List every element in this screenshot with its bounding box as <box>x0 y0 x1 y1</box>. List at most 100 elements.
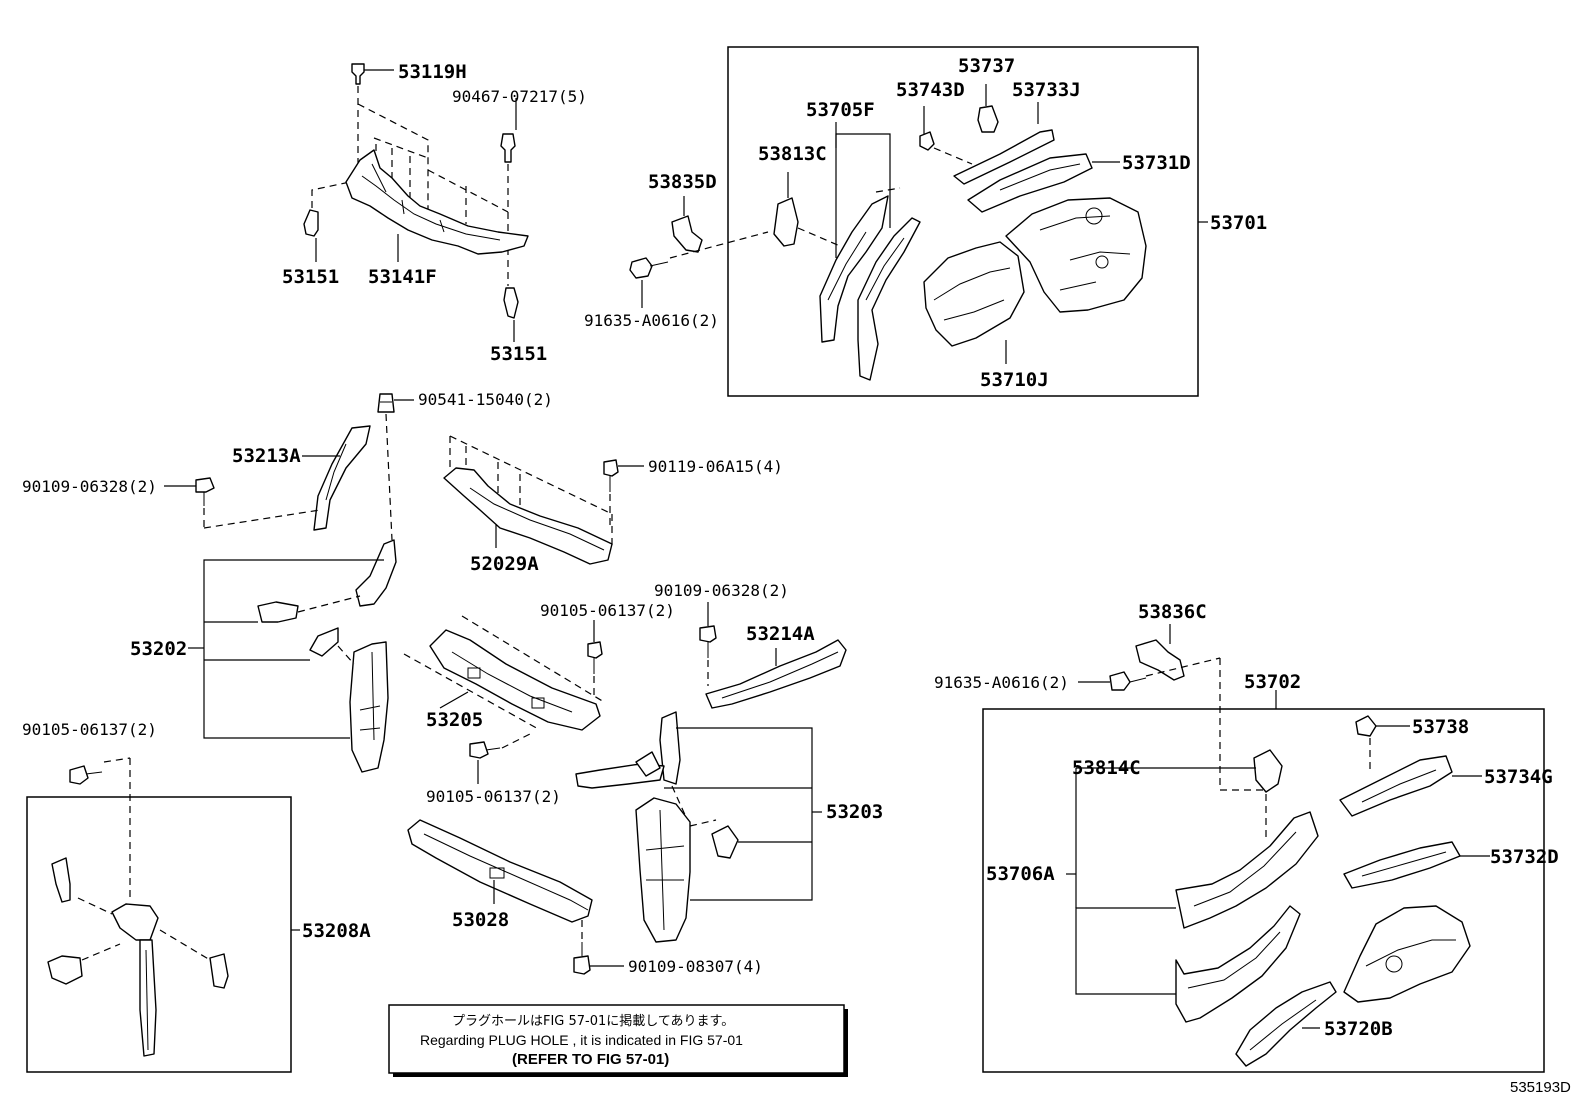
label-53151-bottom: 53151 <box>490 343 547 365</box>
label-53208A: 53208A <box>302 920 371 942</box>
label-53720B: 53720B <box>1324 1018 1393 1040</box>
part-53213A-brace <box>313 425 371 531</box>
label-53213A: 53213A <box>232 445 301 467</box>
label-90105-a: 90105-06137(2) <box>540 601 675 620</box>
note-line-jp: プラグホールはFIG 57-01に掲載してあります。 <box>452 1013 734 1029</box>
part-53202-small-bracket <box>257 601 299 623</box>
label-53705F: 53705F <box>806 99 875 121</box>
part-53205-member <box>429 629 601 731</box>
part-53733J-rail <box>953 129 1055 185</box>
label-53732D: 53732D <box>1490 846 1559 868</box>
label-53702: 53702 <box>1244 671 1301 693</box>
label-53119H: 53119H <box>398 61 467 83</box>
part-53202-tab <box>309 627 339 657</box>
part-90109-bolt-c <box>573 942 591 975</box>
part-53731D-rail <box>967 153 1093 213</box>
label-53203: 53203 <box>826 801 883 823</box>
part-90467-clip <box>500 133 516 163</box>
part-90105-bolt-c <box>69 765 103 785</box>
part-90105-bolt-b <box>469 741 501 759</box>
part-90119-bolt <box>603 459 619 492</box>
part-53202-upper-bracket <box>355 539 397 607</box>
part-53734G-rail <box>1339 755 1453 817</box>
part-53743D-clip <box>919 131 935 151</box>
label-90467: 90467-07217(5) <box>452 87 587 106</box>
group-box-53702 <box>982 708 1545 1073</box>
label-53835D: 53835D <box>648 171 717 193</box>
part-53737-bracket <box>977 105 999 133</box>
part-91635-bolt-b <box>1109 671 1147 691</box>
label-53205: 53205 <box>426 709 483 731</box>
part-53706A-lower <box>1175 905 1301 1023</box>
label-53731D: 53731D <box>1122 152 1191 174</box>
label-53733J: 53733J <box>1012 79 1081 101</box>
part-53208A-center-bracket <box>111 903 159 941</box>
part-53701-upper-apron <box>1005 197 1147 313</box>
part-53203-tab <box>635 751 661 777</box>
part-53141F-bracket <box>345 149 529 255</box>
part-53710J-apron <box>923 241 1025 347</box>
label-90105-c: 90105-06137(2) <box>22 720 157 739</box>
label-53214A: 53214A <box>746 623 815 645</box>
part-52029A-member <box>443 467 613 565</box>
label-53743D: 53743D <box>896 79 965 101</box>
diagram-id: 535193D <box>1510 1079 1571 1096</box>
part-53705F-inner <box>819 195 889 343</box>
label-53836C: 53836C <box>1138 601 1207 623</box>
part-90105-bolt-a <box>587 641 603 674</box>
label-90109-c: 90109-08307(4) <box>628 957 763 976</box>
part-53203-pillar <box>635 797 691 943</box>
part-91635-bolt-a <box>629 257 669 279</box>
part-53720B-brace <box>1235 981 1337 1067</box>
part-53119H-clip <box>351 63 365 85</box>
reference-note: プラグホールはFIG 57-01に掲載してあります。 Regarding PLU… <box>388 1004 848 1077</box>
label-90105-b: 90105-06137(2) <box>426 787 561 806</box>
part-53814C-plate <box>1253 749 1283 793</box>
part-53706A-upper <box>1175 811 1319 929</box>
part-53813C-plate <box>773 197 799 247</box>
part-53835D-bracket <box>671 215 703 253</box>
label-53151-left: 53151 <box>282 266 339 288</box>
label-52029A: 52029A <box>470 553 539 575</box>
part-53214A-brace <box>705 639 847 709</box>
label-53701: 53701 <box>1210 212 1267 234</box>
part-53203-small-bracket <box>711 825 739 859</box>
part-53836C-bracket <box>1135 639 1185 681</box>
part-53702-upper-apron <box>1343 905 1471 1003</box>
note-line-en: Regarding PLUG HOLE , it is indicated in… <box>420 1032 743 1048</box>
part-53151-bottom <box>503 287 519 319</box>
part-53738-clip <box>1355 715 1377 737</box>
part-53732D-rail <box>1343 841 1461 889</box>
label-53737: 53737 <box>958 55 1015 77</box>
label-53734G: 53734G <box>1484 766 1553 788</box>
label-53202: 53202 <box>130 638 187 660</box>
part-90541-cushion <box>377 393 395 413</box>
part-53208A-support <box>139 939 157 1057</box>
part-90109-bolt-b <box>699 625 717 658</box>
label-91635-b: 91635-A0616(2) <box>934 673 1069 692</box>
label-53710J: 53710J <box>980 369 1049 391</box>
part-53151-left <box>303 209 319 237</box>
label-90109-a: 90109-06328(2) <box>22 477 157 496</box>
group-box-53208A <box>26 796 292 1073</box>
part-53028-support <box>407 819 593 923</box>
part-53208A-lower-bracket <box>47 955 83 985</box>
label-53028: 53028 <box>452 909 509 931</box>
label-90109-b: 90109-06328(2) <box>654 581 789 600</box>
label-90119: 90119-06A15(4) <box>648 457 783 476</box>
label-53738: 53738 <box>1412 716 1469 738</box>
note-line-ref: (REFER TO FIG 57-01) <box>512 1051 669 1068</box>
label-91635-a: 91635-A0616(2) <box>584 311 719 330</box>
part-53203-upper-brace <box>659 711 681 785</box>
part-53208A-left-bracket <box>51 857 71 903</box>
part-53208A-right-bracket <box>209 953 229 989</box>
part-53705F-outer <box>857 217 921 381</box>
label-90541: 90541-15040(2) <box>418 390 553 409</box>
label-53813C: 53813C <box>758 143 827 165</box>
label-53141F: 53141F <box>368 266 437 288</box>
label-53706A: 53706A <box>986 863 1055 885</box>
part-90109-bolt-a <box>195 477 215 506</box>
label-53814C: 53814C <box>1072 757 1141 779</box>
part-53202-pillar <box>349 641 389 773</box>
